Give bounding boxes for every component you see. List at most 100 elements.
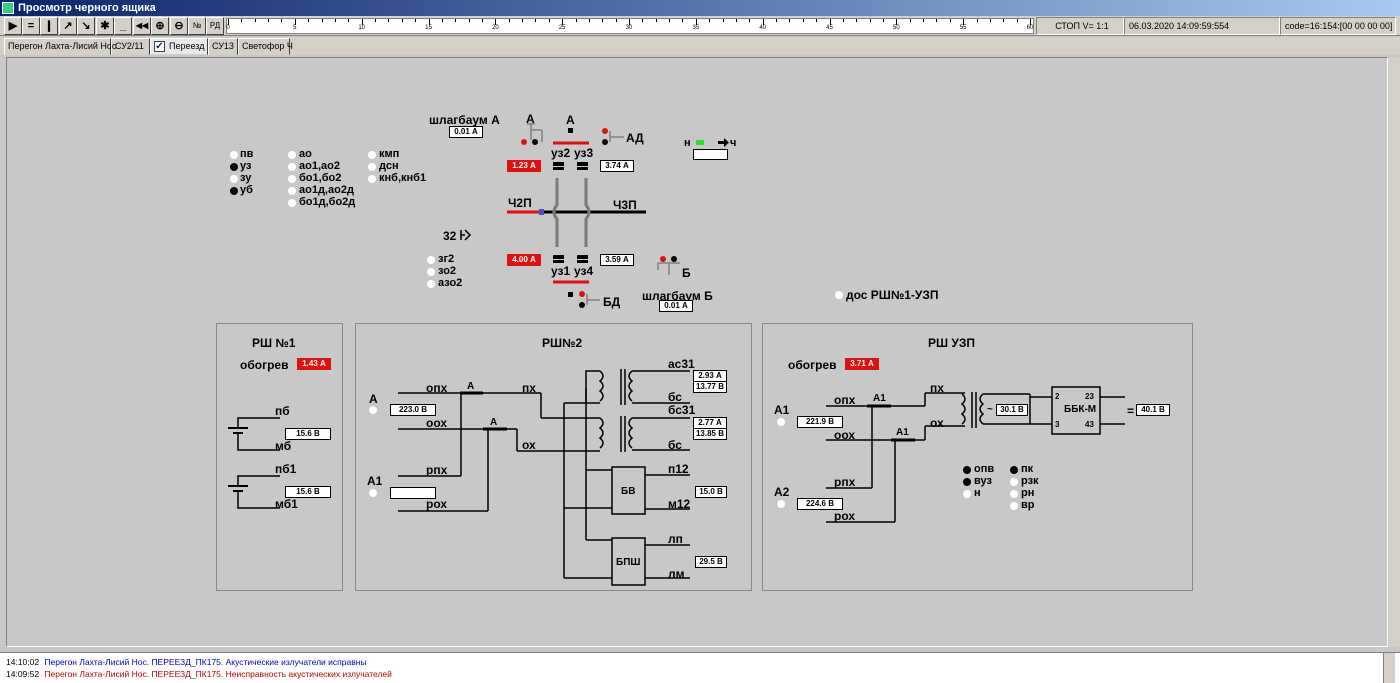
rsh2-rpkh-label: рпх bbox=[426, 463, 448, 477]
timeline-tick bbox=[548, 19, 550, 22]
rshuzp-indicator-vuz bbox=[963, 478, 971, 486]
rsh2-bpsh-label: БПШ bbox=[616, 557, 641, 568]
indicator-bo1bo2 bbox=[288, 175, 296, 183]
timeline-tick bbox=[976, 19, 978, 22]
app-icon bbox=[2, 2, 14, 14]
zoom-in-button[interactable]: ⊕ bbox=[151, 17, 169, 35]
timeline-tick bbox=[829, 19, 831, 25]
current-bottom-right: 3.59 А bbox=[600, 254, 634, 266]
timeline-tick bbox=[281, 19, 283, 22]
window-title: Просмотр черного ящика bbox=[18, 2, 156, 14]
uz3-label: уз3 bbox=[574, 146, 594, 160]
timeline-label: 35 bbox=[692, 25, 700, 31]
rsh2-in-a1-label: А1 bbox=[367, 474, 383, 488]
rshuzp-indicator-pk bbox=[1010, 466, 1018, 474]
tab-svetofor-ch[interactable]: Светофор Ч bbox=[238, 38, 293, 55]
timeline-tick bbox=[321, 19, 323, 22]
rsh2-bpsh-value: 29.5 В bbox=[695, 556, 727, 568]
timeline-label: 5 bbox=[293, 25, 297, 31]
arrow-up-right-button[interactable]: ↗ bbox=[59, 17, 77, 35]
rshuzp-in-a2-indicator bbox=[777, 500, 785, 508]
rshuzp-vr-label: вр bbox=[1021, 499, 1035, 511]
rsh1-v2: 15.6 В bbox=[285, 486, 331, 498]
tab-pereezd[interactable]: ✓ Переезд bbox=[150, 38, 208, 55]
timeline-tick bbox=[1016, 19, 1018, 22]
rshuzp-pin-23: 23 bbox=[1085, 392, 1094, 401]
event-log[interactable]: 14:10:02 Перегон Лахта-Лисий Нос. ПЕРЕЕЗ… bbox=[0, 652, 1400, 683]
log-row[interactable]: 14:09:52 Перегон Лахта-Лисий Нос. ПЕРЕЕЗ… bbox=[6, 669, 392, 679]
rshuzp-in-a1-value: 221.9 В bbox=[797, 416, 843, 428]
rsh2-in-a-label: А bbox=[369, 392, 378, 406]
rshuzp-rokh-label: рох bbox=[834, 509, 856, 523]
timeline-tick bbox=[615, 19, 617, 22]
timeline-tick bbox=[655, 19, 657, 22]
timeline-tick bbox=[789, 19, 791, 22]
timeline-tick bbox=[842, 19, 844, 22]
bar-button[interactable]: ❙ bbox=[40, 17, 58, 35]
timeline-tick bbox=[375, 19, 377, 22]
minus-button[interactable]: _ bbox=[114, 17, 132, 35]
rshuzp-pin-43: 43 bbox=[1085, 420, 1094, 429]
log-row[interactable]: 14:10:02 Перегон Лахта-Лисий Нос. ПЕРЕЕЗ… bbox=[6, 657, 367, 667]
status-stop: СТОП V= 1:1 bbox=[1036, 17, 1124, 35]
current-bottom-left: 4.00 А bbox=[507, 254, 541, 266]
timeline-label: 10 bbox=[358, 25, 365, 31]
rsh2-opkh-label: опх bbox=[426, 381, 448, 395]
timeline-tick bbox=[415, 19, 417, 22]
timeline-tick bbox=[963, 19, 965, 25]
rsh2-switch-a1: А bbox=[467, 381, 475, 392]
barrier-a-label: шлагбаум А bbox=[429, 113, 500, 127]
indicator-zu bbox=[230, 175, 238, 183]
timeline-tick bbox=[869, 19, 871, 22]
rshuzp-ox-label: ох bbox=[930, 416, 944, 430]
indicator-kmp-label: кмп bbox=[379, 148, 400, 160]
rsh2-lp-label: лп bbox=[668, 532, 683, 546]
equal-button[interactable]: = bbox=[22, 17, 40, 35]
vertical-scrollbar[interactable] bbox=[1389, 57, 1400, 647]
track-right-label: Ч3П bbox=[613, 198, 637, 212]
log-text: Перегон Лахта-Лисий Нос. ПЕРЕЕЗД_ПК175. … bbox=[44, 669, 392, 679]
rsh2-in-a1-value bbox=[390, 487, 436, 499]
rshuzp-pin-2: 2 bbox=[1055, 392, 1060, 401]
uz2-label: уз2 bbox=[551, 146, 571, 160]
timeline-label: 40 bbox=[759, 25, 766, 31]
window-titlebar: Просмотр черного ящика bbox=[0, 0, 1400, 16]
asterisk-button[interactable]: ✱ bbox=[96, 17, 114, 35]
rshuzp-rn-label: рн bbox=[1021, 487, 1035, 499]
rshuzp-n-label: н bbox=[974, 487, 981, 499]
rsh2-bc31-voltage: 13.85 В bbox=[693, 428, 727, 440]
timeline-label: 20 bbox=[491, 25, 499, 31]
tab-su2-11[interactable]: СУ2/11 bbox=[111, 38, 150, 55]
timeline-tick bbox=[228, 19, 229, 25]
direction-value bbox=[693, 149, 728, 160]
rsh2-rokh-label: рох bbox=[426, 497, 448, 511]
rsh1-pb-label: пб bbox=[275, 404, 290, 418]
panel-rsh2 bbox=[355, 323, 752, 591]
tab-peregon[interactable]: Перегон Лахта-Лисий Нос bbox=[4, 38, 116, 55]
rsh1-title: РШ №1 bbox=[252, 336, 296, 350]
checkbox-icon[interactable]: ✓ bbox=[154, 41, 165, 52]
timeline-tick bbox=[294, 19, 296, 25]
rshuzp-trans-value: 30.1 В bbox=[996, 404, 1028, 416]
rsh2-switch-a2: А bbox=[490, 417, 498, 428]
numero-button[interactable]: № bbox=[188, 17, 206, 35]
rshuzp-pk-label: пк bbox=[1021, 463, 1034, 475]
rsh2-p12-label: п12 bbox=[668, 462, 689, 476]
tab-su13[interactable]: СУ13 bbox=[208, 38, 238, 55]
rshuzp-out-value: 40.1 В bbox=[1136, 404, 1170, 416]
rsh2-oox-label: оох bbox=[426, 416, 448, 430]
log-scrollbar[interactable] bbox=[1383, 653, 1395, 683]
play-button[interactable]: ▶ bbox=[4, 17, 22, 35]
current-top-right: 3.74 А bbox=[600, 160, 634, 172]
rshuzp-indicator-n bbox=[963, 490, 971, 498]
rd-button[interactable]: РД bbox=[206, 17, 224, 35]
rewind-button[interactable]: ◀◀ bbox=[133, 17, 151, 35]
rsh2-bv-value: 15.0 В bbox=[695, 486, 727, 498]
arrow-down-right-button[interactable]: ↘ bbox=[77, 17, 95, 35]
indicator-pv bbox=[230, 151, 238, 159]
rshuzp-indicator-opv bbox=[963, 466, 971, 474]
zoom-out-button[interactable]: ⊖ bbox=[170, 17, 188, 35]
